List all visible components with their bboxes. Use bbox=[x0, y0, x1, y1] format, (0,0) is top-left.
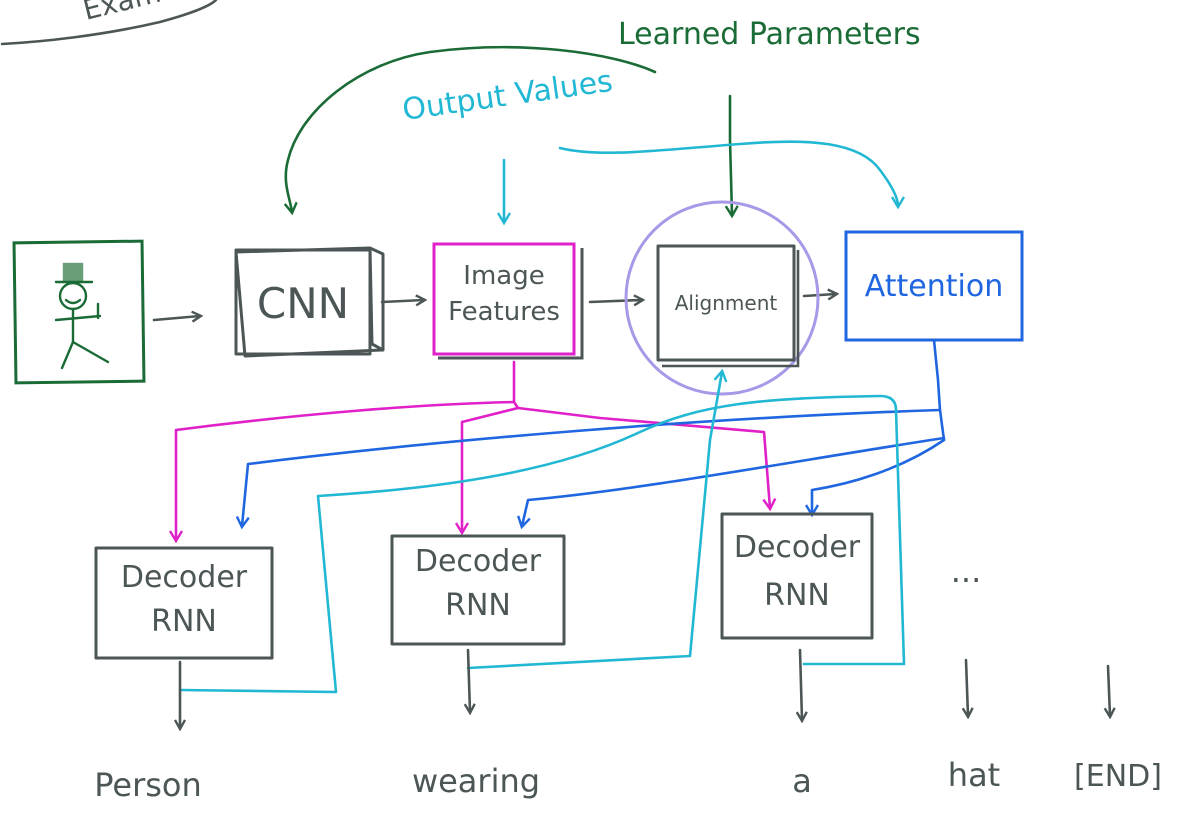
features-to-decoder1-arrow bbox=[176, 400, 516, 540]
output-word-2: wearing bbox=[412, 762, 540, 800]
image-to-cnn-arrow bbox=[152, 316, 200, 320]
decoder3-feedback-wire bbox=[802, 408, 906, 666]
decoder-node-1: Decoder RNN bbox=[94, 546, 274, 660]
cnn-node: CNN bbox=[234, 246, 385, 358]
output-to-attention-arrow bbox=[558, 140, 898, 206]
corner-callout: Exam bbox=[0, 0, 218, 46]
alignment-label: Alignment bbox=[675, 291, 778, 315]
alignment-highlight-circle bbox=[624, 200, 820, 396]
alignment-to-attention-arrow bbox=[802, 294, 836, 296]
features-to-decoder3-arrow bbox=[516, 406, 770, 508]
output-word-4: hat bbox=[948, 756, 1000, 794]
attention-trunk-wire bbox=[932, 338, 946, 442]
output-word-3: a bbox=[792, 762, 812, 800]
decoder2-output-arrow bbox=[468, 648, 470, 712]
ellipsis: ... bbox=[951, 552, 982, 590]
cnn-to-features-arrow bbox=[380, 300, 424, 302]
decoder1-feedback-wire bbox=[178, 394, 898, 694]
input-image bbox=[12, 239, 146, 385]
attention-to-decoder1-arrow bbox=[242, 408, 942, 526]
learned-parameters-label: Learned Parameters bbox=[618, 17, 921, 52]
attention-label: Attention bbox=[865, 269, 1003, 304]
alignment-node: Alignment bbox=[624, 200, 820, 396]
features-to-alignment-arrow bbox=[588, 300, 642, 302]
stick-figure-with-top-hat-icon bbox=[54, 262, 110, 370]
decoder-node-3: Decoder RNN bbox=[720, 512, 874, 640]
learned-to-alignment-arrow bbox=[730, 94, 732, 215]
decoder-3-label: Decoder RNN bbox=[733, 530, 861, 613]
output-word-5: [END] bbox=[1074, 759, 1162, 794]
attention-node: Attention bbox=[844, 230, 1024, 342]
image-features-label: Image Features bbox=[448, 261, 560, 327]
output-values-label: Output Values bbox=[400, 64, 615, 128]
learned-parameters-text: Learned Parameters bbox=[618, 17, 921, 52]
features-to-decoder2-arrow bbox=[462, 406, 520, 532]
attention-to-decoder3-arrow bbox=[812, 438, 946, 514]
decoder-2-label: Decoder RNN bbox=[414, 544, 542, 623]
decoder3-output-arrow bbox=[800, 648, 802, 720]
decoder-node-2: Decoder RNN bbox=[390, 534, 566, 646]
attention-to-decoder2-arrow bbox=[522, 436, 946, 526]
image-features-node: Image Features bbox=[432, 242, 584, 360]
decoder-1-label: Decoder RNN bbox=[120, 560, 248, 639]
end-output-arrow bbox=[1108, 664, 1110, 716]
learned-to-cnn-arrow bbox=[286, 45, 657, 212]
decoder2-feedback-to-alignment-arrow bbox=[466, 372, 722, 670]
cnn-label: CNN bbox=[257, 279, 349, 328]
hat-output-arrow bbox=[966, 658, 968, 716]
learned-parameters-group: Learned Parameters bbox=[618, 17, 921, 52]
output-word-1: Person bbox=[94, 766, 202, 804]
